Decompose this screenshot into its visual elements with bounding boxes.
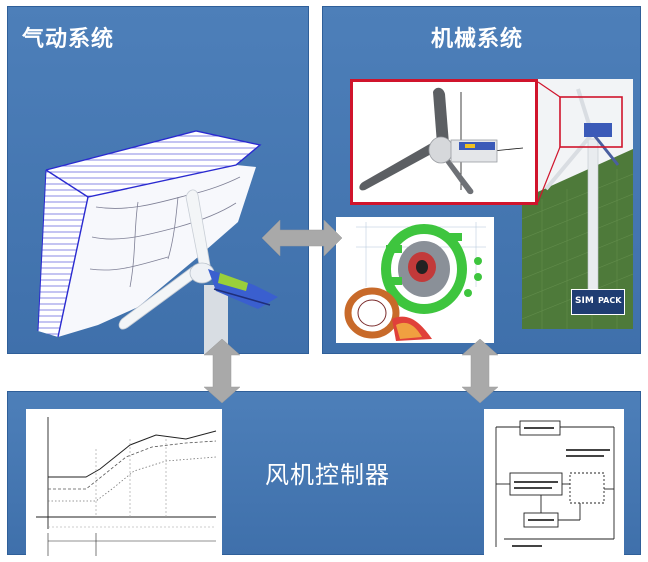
control-response-plot <box>26 409 222 556</box>
tower-image <box>522 79 633 329</box>
tower-mast <box>587 138 599 310</box>
aero-title: 气动系统 <box>22 27 115 52</box>
rotor-detail-image <box>350 79 538 205</box>
wake-side-surface <box>38 170 88 337</box>
gear-ring-green <box>381 224 467 314</box>
blade-lower <box>118 266 197 330</box>
blade-upper <box>185 189 211 270</box>
mech-panel: 机械系统 SIM PACK <box>322 6 641 354</box>
double-arrow-horizontal-icon <box>262 219 342 257</box>
wake-top-surface <box>46 131 260 197</box>
sim-badge: SIM PACK <box>571 289 625 315</box>
double-arrow-vertical-right-icon <box>461 339 499 403</box>
double-arrow-vertical-left-icon <box>203 339 241 403</box>
controller-panel: 风机控制器 <box>7 391 641 556</box>
gearbox-image <box>336 217 494 343</box>
sim-badge-left: SIM <box>575 296 594 306</box>
aero-panel: 气动系统 <box>7 6 309 355</box>
mech-title: 机械系统 <box>431 27 524 52</box>
zoom-box <box>559 96 623 148</box>
aero-illustration <box>37 130 278 355</box>
controller-block-diagram <box>484 409 624 556</box>
sim-badge-right: PACK <box>598 296 622 305</box>
controller-title: 风机控制器 <box>265 461 390 489</box>
